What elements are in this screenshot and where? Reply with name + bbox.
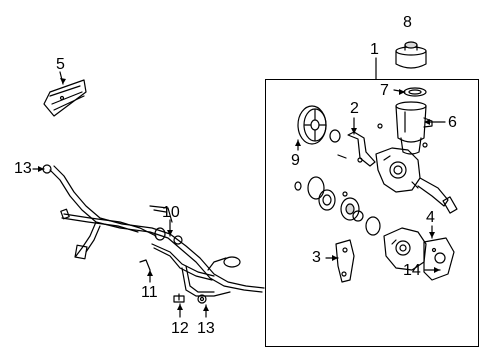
callout-13-bottom: 13 [197, 320, 215, 337]
reservoir-gasket [403, 87, 427, 97]
callout-13-left: 13 [14, 160, 32, 177]
mount-bracket [337, 131, 376, 167]
callout-1: 1 [370, 41, 379, 58]
seal-rings [294, 142, 428, 236]
leader-arrows [38, 78, 440, 311]
callout-10: 10 [162, 204, 180, 221]
pump-body [375, 123, 458, 214]
callout-5: 5 [56, 56, 65, 73]
fasteners [42, 164, 207, 304]
callout-9: 9 [291, 152, 300, 169]
callout-4: 4 [426, 209, 435, 226]
callout-7: 7 [380, 82, 389, 99]
reservoir [395, 101, 433, 155]
callout-11: 11 [141, 284, 158, 301]
cover-plate [423, 237, 455, 281]
callout-8: 8 [403, 14, 412, 31]
callout-6: 6 [448, 114, 457, 131]
lower-bracket [335, 239, 355, 283]
callout-3: 3 [312, 249, 321, 266]
callout-2: 2 [350, 100, 359, 117]
reservoir-cap [395, 41, 427, 69]
pulley [297, 105, 341, 145]
heat-shield [43, 79, 87, 117]
callout-12: 12 [171, 320, 189, 337]
pump-assembly-frame [265, 79, 479, 347]
hose-assembly [49, 165, 265, 297]
callout-14: 14 [403, 262, 421, 279]
